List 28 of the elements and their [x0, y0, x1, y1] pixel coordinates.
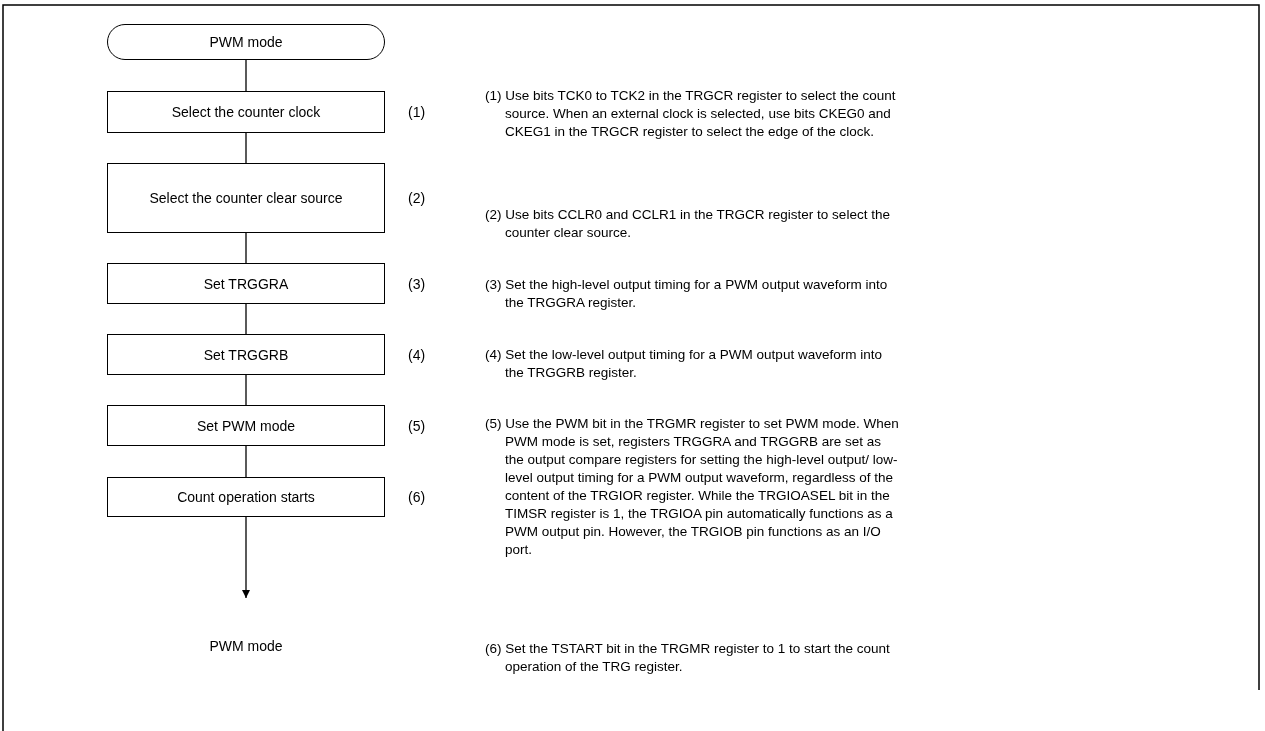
note-paragraph: (3) Set the high-level output timing for a PWM output waveform into the TRGGRA register.	[485, 276, 889, 312]
step-number: (3)	[408, 275, 426, 292]
end-label: PWM mode	[146, 635, 346, 657]
connector-line	[242, 516, 250, 599]
step-number: (6)	[408, 489, 426, 505]
note-paragraph: (4) Set the low-level output timing for a PWM output waveform into the TRGGRB register.	[485, 346, 883, 382]
connector-line	[245, 374, 247, 406]
step-text: Set TRGGRA	[203, 275, 289, 292]
step-text: Select the counter clock	[171, 104, 321, 120]
note-paragraph: (2) Use bits CCLR0 and CCLR1 in the TRGCR register to select the counter clear source.	[485, 206, 891, 242]
step-number: (2)	[408, 190, 426, 206]
step-text: Set TRGGRB	[203, 346, 289, 363]
note-paragraph: (6) Set the TSTART bit in the TRGMR register to 1 to start the count operation of the TRG register.	[485, 640, 891, 676]
connector-line	[245, 132, 247, 164]
terminal-shape	[107, 24, 385, 60]
step-number: (1)	[408, 104, 426, 120]
connector-line	[245, 303, 247, 335]
step-text: PWM mode	[209, 34, 283, 50]
connector-line	[245, 232, 247, 264]
step-number: (4)	[408, 346, 426, 363]
note-paragraph: (1) Use bits TCK0 to TCK2 in the TRGCR register to select the count source. When an external clock is selected, use bits CKEG0 and CKEG1 in the TRGCR register to select the edge of the clock.	[485, 87, 897, 141]
step-number: (5)	[408, 417, 426, 434]
connector-line	[245, 445, 247, 478]
step-text: Select the counter clear source	[149, 190, 343, 206]
step-text: Set PWM mode	[197, 417, 295, 434]
step-text: Count operation starts	[177, 489, 315, 505]
connector-line	[245, 59, 247, 92]
note-paragraph: (5) Use the PWM bit in the TRGMR register to set PWM mode. When PWM mode is set, registers TRGGRA and TRGGRB are set as the output compare registers for setting the high-level output/ low-level output timing for a PWM output waveform, regardless of the content of the TRGIOR register. While the TRGIOASEL bit in the TIMSR register is 1, the TRGIOA pin automatically functions as a PWM output pin. However, the TRGIOB pin functions as an I/O port.	[485, 415, 900, 559]
